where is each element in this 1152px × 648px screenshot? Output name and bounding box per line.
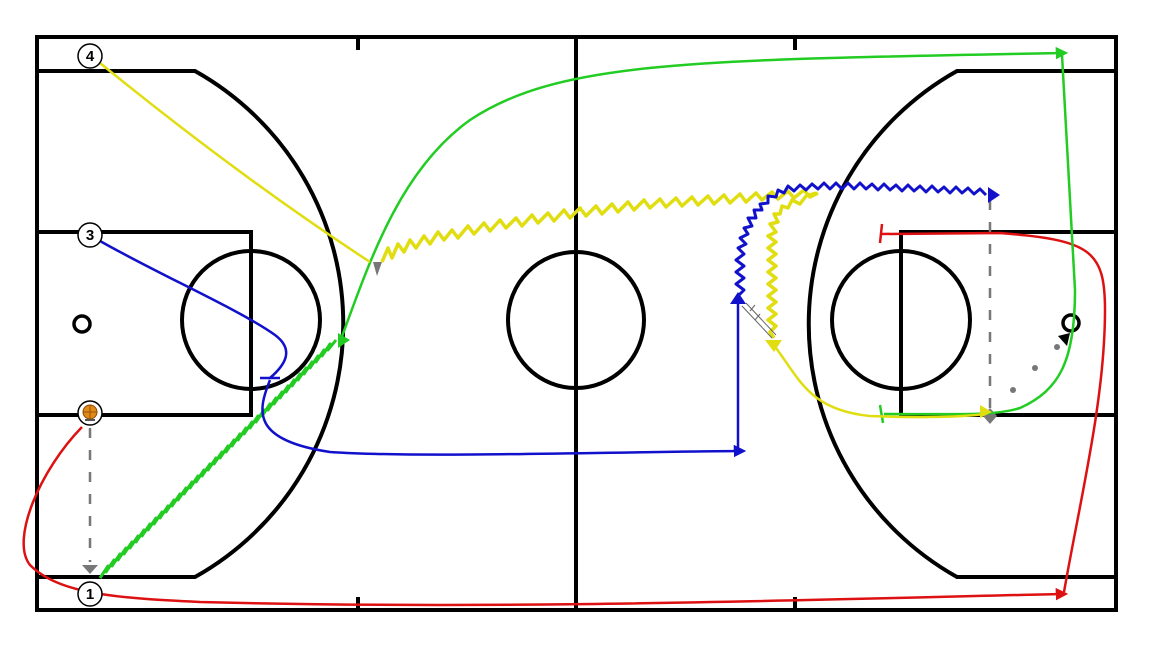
yellow-cut-path-2 [774,347,986,419]
green-dribble-path [98,339,338,579]
yellow-cut-path [99,62,371,264]
left-lane [35,230,253,417]
center-circle [506,250,646,390]
court [35,35,1118,612]
player-1[interactable]: 1 [77,581,103,607]
players: 4 3 1 [77,43,103,607]
green-screen-icon [878,404,885,424]
yellow-dribble-arrow-icon [765,340,782,352]
play-paths [22,46,1107,607]
player-4[interactable]: 4 [77,43,103,69]
handoff-path [741,302,777,339]
left-half [35,69,346,579]
handoff-marker-icon [373,262,382,276]
right-three-point-line [806,69,1116,579]
pass-arrow-icon [82,565,98,574]
right-half [806,69,1118,579]
svg-text:1: 1 [86,586,94,603]
player-3[interactable]: 3 [77,222,103,248]
yellow-dribble-path [380,188,819,263]
shot-path [1010,344,1060,393]
left-three-point-line [37,69,346,579]
red-screen-path [881,231,1107,593]
red-cut-path [22,426,1069,607]
blue-dribble-path [734,181,988,298]
yellow-dribble-path-2 [766,191,817,339]
right-lane [899,230,1118,417]
green-screen-path [883,54,1077,416]
blue-cut-path [261,379,747,458]
blue-dribble-arrow-icon [988,187,1000,203]
right-hoop [1061,313,1081,333]
shot-arrow-icon [1058,333,1070,346]
svg-text:4: 4 [86,48,95,65]
left-free-throw-circle [180,249,322,391]
green-cut-path [338,46,1069,343]
blue-cut-arrow-icon [730,292,746,304]
blue-screen-path [99,239,288,379]
red-screen-icon [878,223,884,244]
yellow-cut-arrow-icon [980,405,992,418]
ball-handler[interactable] [77,400,103,426]
basketball-icon [82,404,98,421]
svg-text:3: 3 [86,227,94,244]
right-free-throw-circle [830,249,972,391]
left-hoop [72,314,92,334]
